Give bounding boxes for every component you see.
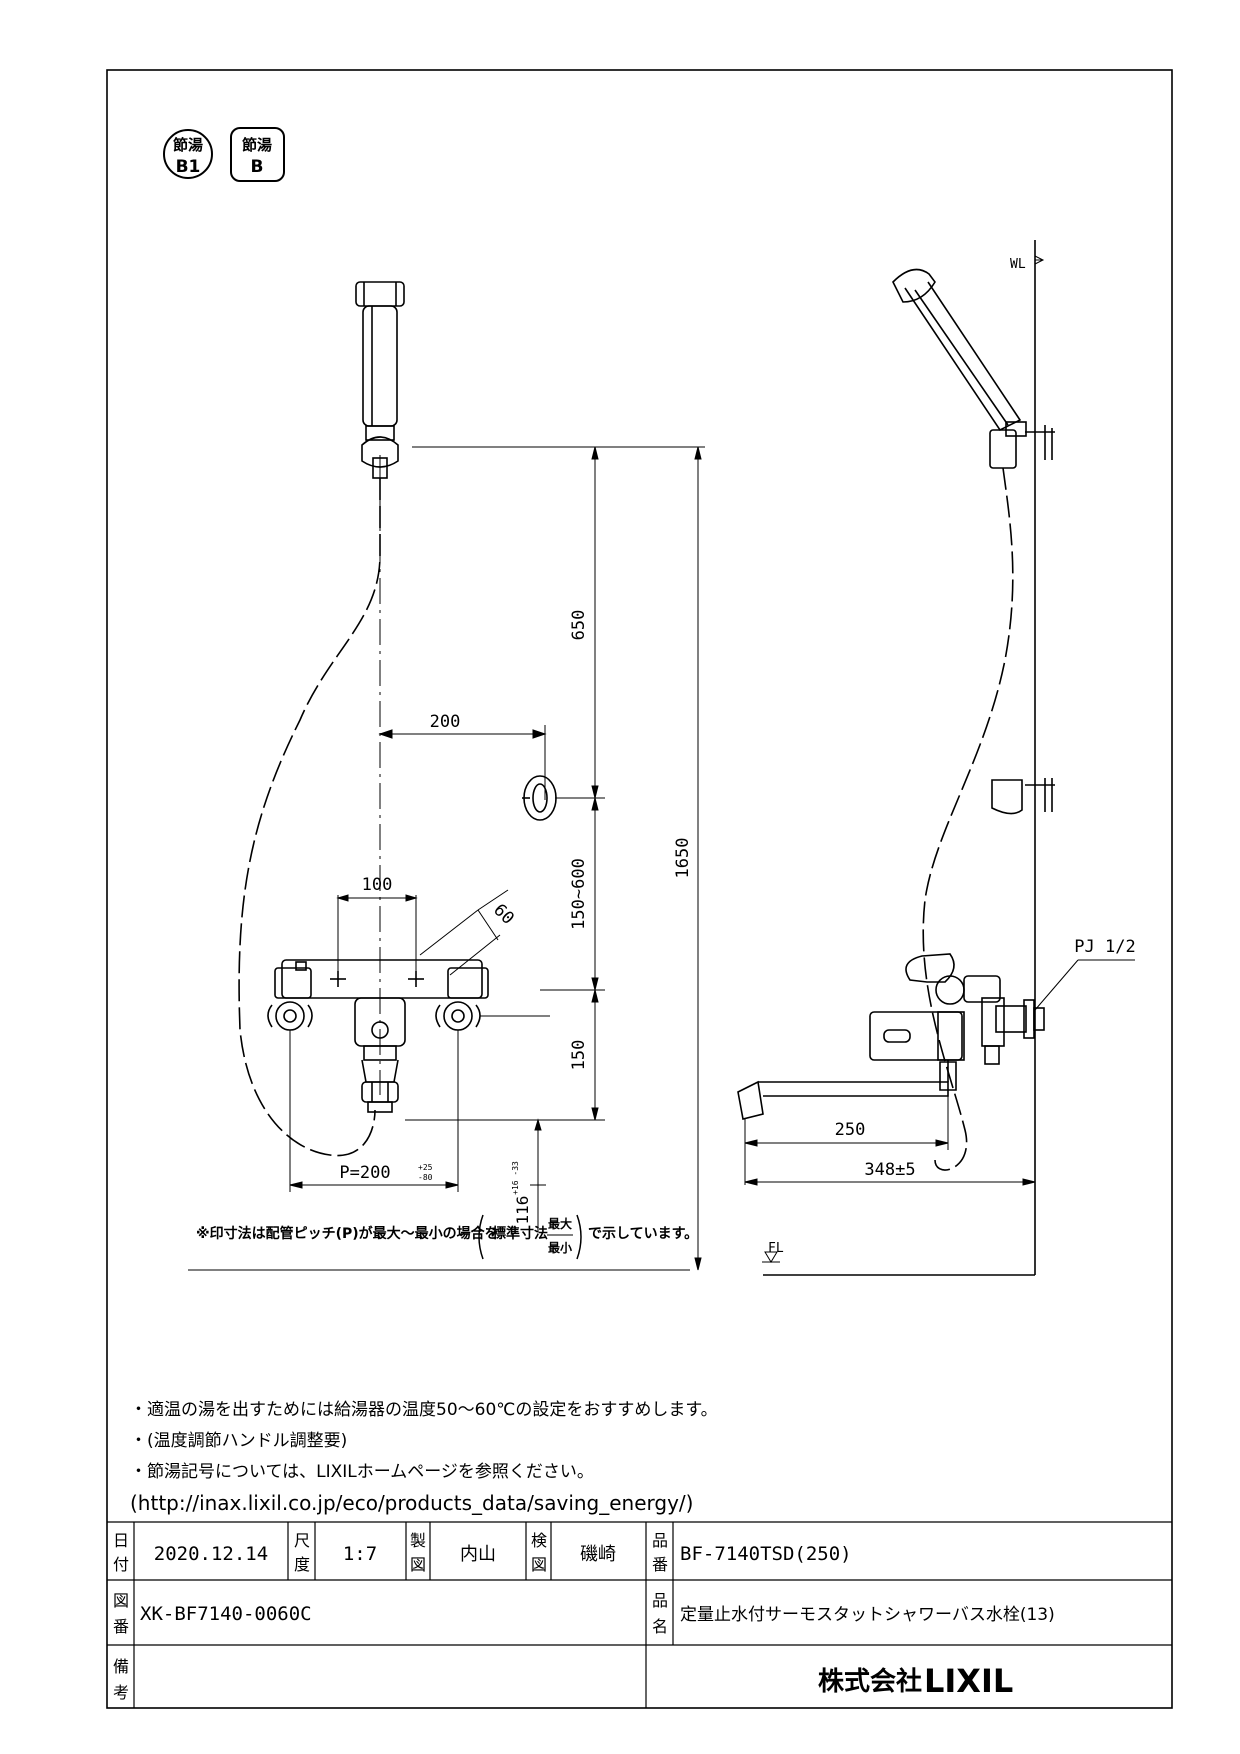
shower-head — [355, 281, 405, 479]
value-drawing-no: XK-BF7140-0060C — [140, 1603, 312, 1625]
label-checked-1: 検 — [531, 1531, 547, 1550]
fl-label: FL — [768, 1241, 784, 1256]
dim-pitch — [289, 1030, 459, 1192]
footnote-max: 最大 — [548, 1216, 572, 1231]
footnote-after: で示しています。 — [588, 1226, 698, 1242]
pj-label: PJ 1/2 — [1074, 937, 1135, 957]
value-brand: LIXIL — [924, 1662, 1013, 1700]
footnote-before: ※印寸法は配管ピッチ(P)が最大～最小の場合を — [196, 1225, 499, 1242]
side-faucet — [737, 953, 1045, 1120]
badge-b-top: 節湯 — [242, 136, 272, 154]
sheet-frame — [106, 69, 1173, 1709]
label-drawing-no-1: 図 — [113, 1591, 129, 1610]
label-drawing-no-2: 番 — [113, 1617, 129, 1636]
value-scale: 1:7 — [343, 1543, 377, 1565]
dim-1650-label: 1650 — [673, 838, 693, 879]
label-date-1: 日 — [113, 1531, 129, 1550]
side-view — [737, 240, 1135, 1276]
faucet-body — [267, 959, 489, 1113]
value-checked: 磯崎 — [580, 1544, 616, 1565]
label-date-2: 付 — [113, 1555, 129, 1574]
dim-pitch-tol-minus: -80 — [418, 1173, 433, 1182]
side-hose — [922, 467, 1014, 1171]
dim-200-label: 200 — [430, 712, 461, 732]
badge-b1-top: 節湯 — [173, 136, 203, 154]
dim-116-tol: +16 -33 — [511, 1161, 520, 1195]
dim-348-label: 348±5 — [864, 1160, 915, 1180]
footnote: ※印寸法は配管ピッチ(P)が最大～最小の場合を 標準寸法 最大 最小 で示してい… — [196, 1214, 698, 1260]
title-block-labels: 日 付 尺 度 製 図 検 図 品 番 図 番 品 名 備 考 — [113, 1531, 668, 1702]
side-riser-hook — [991, 778, 1055, 815]
value-product-name: 定量止水付サーモスタットシャワーバス水栓(13) — [680, 1605, 1055, 1625]
dim-60 — [419, 889, 509, 976]
label-product-no-2: 番 — [652, 1555, 668, 1574]
wl-label: WL — [1010, 257, 1026, 272]
side-shower-head — [892, 268, 1055, 469]
label-remarks-2: 考 — [113, 1683, 129, 1702]
badge-b1: 節湯 B1 — [163, 129, 213, 179]
notes: ・適温の湯を出すためには給湯器の温度50～60℃の設定をおすすめします。 ・(温… — [130, 1400, 718, 1515]
label-product-no-1: 品 — [652, 1531, 668, 1550]
shower-hose — [238, 478, 381, 1157]
label-checked-2: 図 — [531, 1555, 547, 1574]
badge-b: 節湯 B — [230, 127, 285, 182]
note-1: ・適温の湯を出すためには給湯器の温度50～60℃の設定をおすすめします。 — [130, 1400, 718, 1420]
badge-b-bottom: B — [251, 157, 264, 177]
note-url: (http://inax.lixil.co.jp/eco/products_da… — [130, 1491, 693, 1515]
dim-150-label: 150 — [569, 1040, 589, 1071]
dim-116 — [530, 1118, 546, 1232]
label-drawn-1: 製 — [410, 1531, 426, 1550]
label-scale-1: 尺 — [294, 1531, 310, 1550]
dim-150-600-label: 150~600 — [569, 858, 589, 930]
dim-1650 — [694, 446, 702, 1271]
value-product-no: BF-7140TSD(250) — [680, 1543, 852, 1565]
label-drawn-2: 図 — [410, 1555, 426, 1574]
title-block — [107, 1521, 1172, 1708]
front-view — [188, 281, 705, 1271]
riser-hook — [522, 775, 557, 821]
footnote-std: 標準寸法 — [492, 1225, 548, 1242]
dim-250-label: 250 — [835, 1120, 866, 1140]
extension-lines — [188, 446, 705, 1271]
value-date: 2020.12.14 — [154, 1543, 268, 1565]
side-dims — [744, 959, 1135, 1186]
label-remarks-1: 備 — [113, 1657, 129, 1676]
dim-60-label: 60 — [489, 900, 518, 929]
dim-650-label: 650 — [569, 610, 589, 641]
dim-vertical-chain — [591, 446, 599, 1121]
dim-116-label: 116 — [513, 1196, 532, 1225]
dim-pitch-label: P=200 — [339, 1163, 390, 1183]
note-3: ・節湯記号については、LIXILホームページを参照ください。 — [130, 1462, 594, 1482]
value-drawn: 内山 — [460, 1544, 496, 1565]
value-company: 株式会社 — [818, 1666, 922, 1697]
label-scale-2: 度 — [294, 1555, 310, 1574]
label-product-name-1: 品 — [652, 1591, 668, 1610]
title-block-values: 2020.12.14 1:7 内山 磯崎 BF-7140TSD(250) XK-… — [140, 1543, 1055, 1700]
badge-b1-bottom: B1 — [176, 157, 201, 177]
dim-100-label: 100 — [362, 875, 393, 895]
dim-200 — [378, 725, 547, 800]
note-2: ・(温度調節ハンドル調整要) — [130, 1431, 347, 1451]
dim-100 — [336, 894, 418, 972]
footnote-min: 最小 — [548, 1240, 572, 1255]
dim-pitch-tol-plus: +25 — [418, 1163, 433, 1172]
label-product-name-2: 名 — [652, 1617, 668, 1636]
